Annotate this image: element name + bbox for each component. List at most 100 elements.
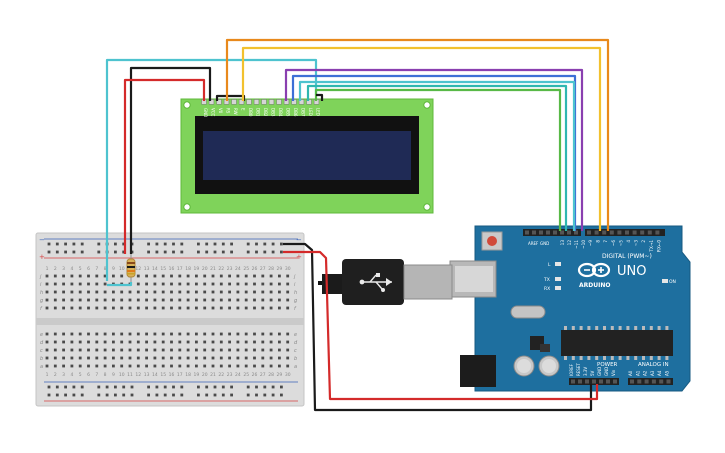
column-label: 20 [202, 266, 208, 272]
column-label: 3 [62, 372, 65, 378]
resistor[interactable] [126, 254, 136, 282]
digital-pin-label: ~3 [634, 240, 639, 247]
wire[interactable] [283, 250, 599, 401]
column-label: 5 [79, 266, 82, 272]
digital-pin-label: 7 [603, 240, 608, 243]
wire[interactable] [123, 78, 206, 254]
analog-label: ANALOG IN [638, 362, 669, 368]
column-label: 14 [152, 372, 158, 378]
column-label: 28 [268, 372, 274, 378]
digital-pin-label: ~5 [618, 240, 623, 247]
lcd-pin-label: LED [316, 108, 321, 116]
wire[interactable] [241, 46, 602, 231]
lcd-pin-label: DB5 [286, 108, 291, 117]
column-label: 24 [235, 266, 241, 272]
rail-minus-label-right: − [296, 236, 302, 244]
lcd-screen [203, 131, 411, 180]
column-label: 26 [252, 266, 258, 272]
digital-pin-label: RX←0 [656, 240, 661, 252]
lcd-pin-label: RS [226, 108, 231, 114]
arduino-logo-icon [577, 262, 611, 278]
row-label: g [294, 298, 297, 304]
wire[interactable] [225, 38, 610, 231]
wire[interactable] [107, 282, 133, 287]
column-label: 18 [185, 372, 191, 378]
row-label: i [294, 282, 296, 288]
column-label: 6 [87, 372, 90, 378]
column-label: 22 [218, 266, 224, 272]
gnd-label-top: GND [540, 241, 549, 246]
row-label: f [40, 306, 43, 312]
column-label: 24 [235, 372, 241, 378]
row-label: g [40, 298, 43, 304]
digital-pin-label: 4 [626, 240, 631, 243]
wire[interactable] [129, 66, 212, 254]
row-label: a [40, 364, 43, 370]
lcd-pin-label: E [241, 108, 246, 111]
column-label: 30 [285, 266, 291, 272]
column-label: 9 [112, 372, 115, 378]
column-label: 27 [260, 372, 266, 378]
rail-minus-label: − [39, 236, 45, 244]
crystal [510, 305, 546, 319]
breadboard[interactable]: 1122334455667788991010111112121313141415… [35, 232, 305, 407]
column-label: 29 [277, 372, 283, 378]
row-label: j [39, 274, 42, 280]
wire[interactable] [298, 80, 576, 231]
usb-cable[interactable] [318, 259, 453, 305]
atmega-chip [561, 330, 673, 356]
power-jack [460, 355, 496, 387]
lcd-pin-label: DB7 [301, 108, 306, 117]
wire[interactable] [283, 242, 593, 412]
wire[interactable] [316, 93, 324, 101]
column-label: 14 [152, 266, 158, 272]
column-label: 10 [119, 372, 125, 378]
column-label: 8 [104, 266, 107, 272]
column-label: 11 [127, 372, 133, 378]
wire[interactable] [105, 58, 318, 281]
lcd-pin-label: VCC [211, 108, 216, 117]
breadboard-holes [45, 274, 290, 368]
column-label: 17 [177, 372, 183, 378]
column-label: 12 [135, 266, 141, 272]
column-label: 7 [95, 266, 98, 272]
analog-pin-label: A4 [657, 370, 662, 376]
column-label: 19 [194, 372, 200, 378]
column-label: 4 [70, 372, 73, 378]
digital-pin-label: ~9 [588, 240, 593, 247]
column-label: 6 [87, 266, 90, 272]
digital-pin-label: 2 [641, 240, 646, 243]
column-label: 15 [160, 372, 166, 378]
column-label: 9 [112, 266, 115, 272]
wires [105, 38, 610, 412]
row-label: d [294, 340, 298, 346]
column-label: 3 [62, 266, 65, 272]
column-label: 25 [243, 266, 249, 272]
arduino-logo-text: ARDUINO [579, 282, 610, 289]
column-label: 23 [227, 372, 233, 378]
lcd-pin-label: DB0 [248, 108, 253, 117]
column-label: 1 [46, 266, 49, 272]
column-label: 13 [144, 372, 150, 378]
wire[interactable] [306, 84, 568, 231]
column-label: 26 [252, 372, 258, 378]
power-rail-bottom [47, 385, 283, 397]
column-label: 2 [54, 266, 57, 272]
column-label: 7 [95, 372, 98, 378]
row-label: b [40, 356, 43, 362]
analog-pin-label: A3 [650, 370, 655, 376]
column-label: 23 [227, 266, 233, 272]
column-label: 8 [104, 372, 107, 378]
digital-pin-label: ~11 [574, 240, 579, 249]
column-label: 21 [210, 372, 216, 378]
row-label: b [294, 356, 297, 362]
column-label: 22 [218, 372, 224, 378]
analog-pin-label: A0 [628, 370, 633, 376]
wire[interactable] [284, 68, 584, 231]
rx-led-label: RX [544, 286, 550, 292]
column-label: 21 [210, 266, 216, 272]
